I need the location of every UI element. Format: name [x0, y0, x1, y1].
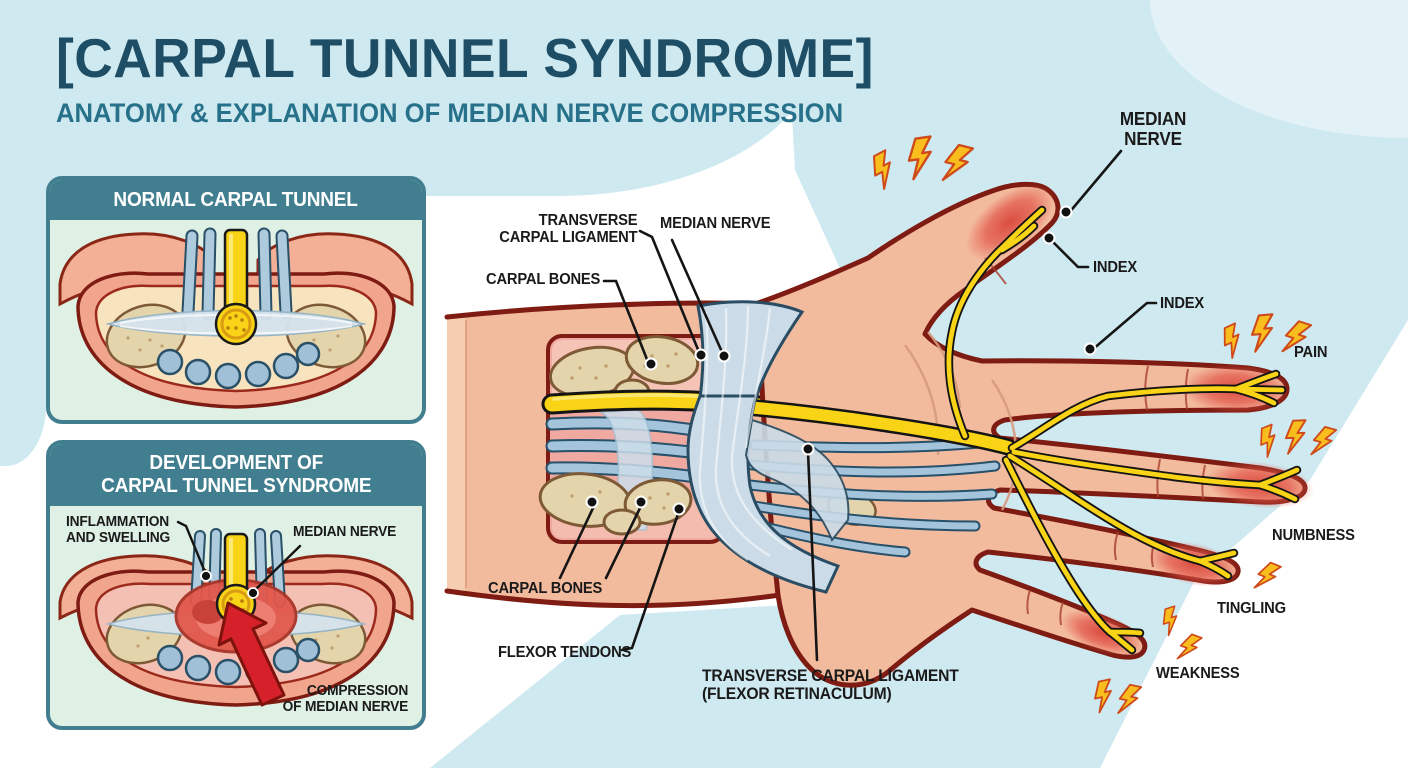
- label-weakness: WEAKNESS: [1156, 665, 1240, 682]
- label-compression: COMPRESSION OF MEDIAN NERVE: [282, 683, 409, 715]
- page-title: [CARPAL TUNNEL SYNDROME]: [56, 27, 874, 89]
- carpal-bones-top: [548, 335, 700, 406]
- normal-tunnel-cross-section: [58, 227, 414, 409]
- label-median-nerve-top: MEDIAN NERVE: [660, 215, 771, 232]
- flexor-tendons-tunnel: [545, 416, 713, 485]
- label-index-thumb: INDEX: [1093, 259, 1138, 276]
- panel-normal-carpal-tunnel: NORMAL CARPAL TUNNEL: [46, 176, 426, 424]
- label-carpal-bones-top: CARPAL BONES: [485, 271, 600, 288]
- carpal-bones-bottom: [538, 472, 693, 536]
- panel-development-title: DEVELOPMENT OF CARPAL TUNNEL SYNDROME: [100, 452, 372, 497]
- label-numbness: NUMBNESS: [1272, 527, 1355, 544]
- wrist-bone: [743, 295, 847, 353]
- median-nerve-tunnel: [541, 389, 779, 418]
- pinky-base-bone: [827, 490, 877, 526]
- cts-cross-section: [58, 520, 414, 707]
- label-flexor-tendons: FLEXOR TENDONS: [498, 644, 632, 661]
- label-flexor-retinaculum: TRANSVERSE CARPAL LIGAMENT (FLEXOR RETIN…: [702, 667, 959, 704]
- transverse-carpal-ligament: [686, 300, 850, 594]
- panel-development-cts: DEVELOPMENT OF CARPAL TUNNEL SYNDROME: [46, 440, 426, 730]
- label-median-nerve-panel: MEDIAN NERVE: [293, 524, 397, 540]
- bg-left-strip: [0, 0, 46, 466]
- label-median-nerve-hand: MEDIAN NERVE: [1119, 109, 1187, 149]
- carpal-tunnel-window: [538, 334, 726, 544]
- label-transverse-carpal-ligament: TRANSVERSE CARPAL LIGAMENT: [498, 212, 637, 247]
- forearm: [444, 300, 783, 609]
- label-tingling: TINGLING: [1217, 600, 1286, 617]
- bg-top-band: [0, 0, 818, 196]
- panel-normal-header: NORMAL CARPAL TUNNEL: [50, 180, 422, 220]
- label-carpal-bones-bottom: CARPAL BONES: [488, 580, 603, 597]
- label-pain: PAIN: [1294, 344, 1328, 361]
- panel-development-header: DEVELOPMENT OF CARPAL TUNNEL SYNDROME: [50, 444, 422, 506]
- compression-arrow: [217, 601, 286, 707]
- page-subtitle: ANATOMY & EXPLANATION OF MEDIAN NERVE CO…: [56, 98, 844, 128]
- label-inflammation: INFLAMMATION AND SWELLING: [66, 514, 171, 546]
- panel-normal-title: NORMAL CARPAL TUNNEL: [113, 188, 359, 211]
- label-index-finger: INDEX: [1160, 295, 1205, 312]
